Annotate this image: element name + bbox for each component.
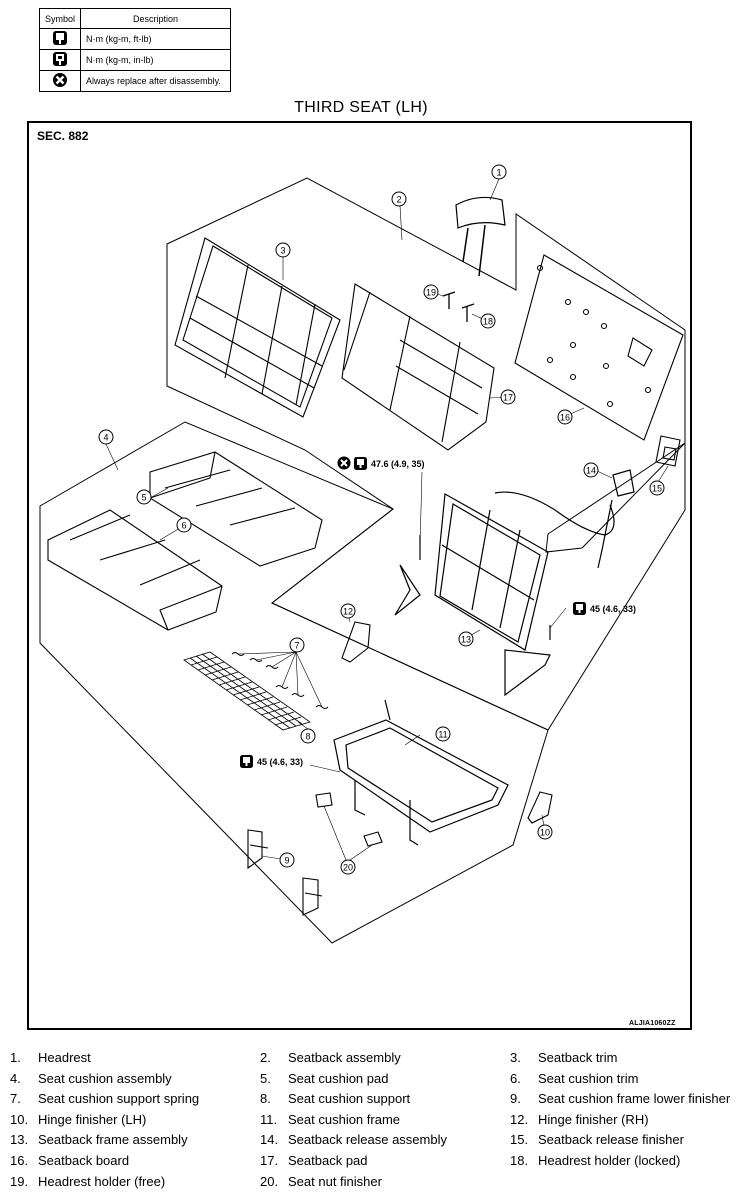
callout-20: 20 — [340, 859, 356, 875]
figure-code: ALJIA1060ZZ — [629, 1020, 676, 1027]
callout-number: 2 — [396, 195, 401, 205]
callout-number: 3 — [280, 246, 285, 256]
callout-number: 1 — [496, 168, 501, 178]
always-replace-icon — [337, 456, 351, 470]
callout-number: 12 — [343, 607, 353, 617]
callout-number: 4 — [103, 433, 108, 443]
callout-12: 12 — [340, 603, 356, 619]
torque-wrench-icon — [240, 755, 253, 768]
cushion-group-outline — [39, 421, 549, 944]
hinge-finisher-rh-part — [341, 621, 371, 663]
seatback-group-outline — [166, 177, 686, 731]
always-replace-icon — [38, 70, 82, 92]
callout-16: 16 — [557, 409, 573, 425]
exploded-view-diagram: 1 2 3 4 5 6 7 8 9 10 11 12 13 14 15 16 1… — [39, 164, 686, 944]
callout-number: 19 — [426, 288, 436, 298]
torque-wrench-icon — [573, 602, 586, 615]
seat-cushion-trim-part — [47, 509, 223, 631]
callout-4: 4 — [98, 429, 114, 445]
callout-8: 8 — [300, 728, 316, 744]
seat-cushion-pad-part — [149, 451, 323, 567]
seat-cushion-support-spring-part — [231, 651, 329, 709]
callout-3: 3 — [275, 242, 291, 258]
callout-number: 18 — [483, 317, 493, 327]
callout-number: 10 — [540, 828, 550, 838]
seat-nut-finisher-part — [363, 831, 383, 847]
torque-spec-frame: 45 (4.6, 33) — [590, 604, 636, 614]
callout-number: 20 — [343, 863, 353, 873]
callout-13: 13 — [458, 631, 474, 647]
callout-9: 9 — [279, 852, 295, 868]
callout-number: 5 — [141, 493, 146, 503]
callout-6: 6 — [176, 517, 192, 533]
callout-2: 2 — [391, 191, 407, 207]
callout-number: 15 — [652, 484, 662, 494]
seatback-release-finisher-part — [655, 435, 681, 467]
callout-15: 15 — [649, 480, 665, 496]
callout-10: 10 — [537, 824, 553, 840]
seat-cushion-frame-lower-finisher-part — [302, 877, 323, 916]
callout-number: 13 — [461, 635, 471, 645]
seatback-board-part — [514, 254, 684, 441]
seat-cushion-frame-lower-finisher-part — [247, 829, 269, 870]
headrest-part — [455, 196, 506, 277]
callout-17: 17 — [500, 389, 516, 405]
callout-7: 7 — [289, 637, 305, 653]
hinge-finisher-lh-part — [527, 791, 553, 824]
callout-14: 14 — [583, 462, 599, 478]
torque-spec-seatback: 47.6 (4.9, 35) — [371, 459, 425, 469]
callout-number: 8 — [305, 732, 310, 742]
callout-5: 5 — [136, 489, 152, 505]
callout-number: 7 — [294, 641, 299, 651]
seatback-release-assembly-part — [494, 469, 635, 569]
callout-number: 17 — [503, 393, 513, 403]
seat-nut-finisher-part — [315, 792, 333, 808]
torque-spec-cushion: 45 (4.6, 33) — [257, 757, 303, 767]
seatback-trim-part — [174, 237, 341, 418]
callout-19: 19 — [423, 284, 439, 300]
symbol-legend: Symbol Description N·m (kg-m, ft-lb) N·m… — [38, 8, 232, 92]
section-label: SEC. 882 — [37, 129, 89, 143]
callout-number: 16 — [560, 413, 570, 423]
seat-cushion-frame-part — [333, 699, 509, 846]
callout-number: 11 — [438, 730, 447, 740]
callout-11: 11 — [435, 726, 451, 742]
callout-18: 18 — [480, 313, 496, 329]
seatback-frame-assembly-part — [394, 493, 551, 697]
torque-wrench-icon — [354, 457, 367, 470]
diagram-frame — [27, 121, 692, 1030]
callout-1: 1 — [491, 164, 507, 180]
diagram-title: THIRD SEAT (LH) — [294, 99, 428, 116]
seat-cushion-support-part — [183, 651, 311, 731]
callout-number: 9 — [284, 856, 289, 866]
torque-wrench-icon — [38, 28, 82, 50]
legend-description: Always replace after disassembly. — [80, 70, 232, 92]
callout-number: 6 — [181, 521, 186, 531]
callout-number: 14 — [586, 466, 596, 476]
seatback-pad-part — [341, 283, 495, 451]
